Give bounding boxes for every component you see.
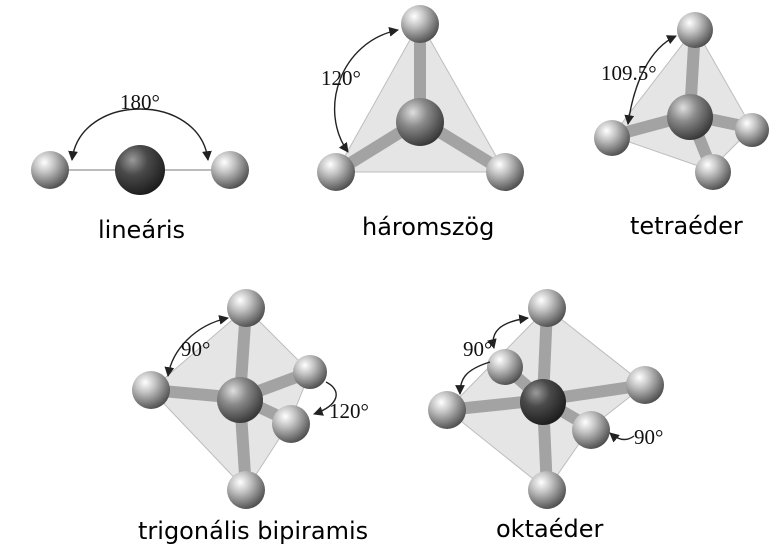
tetrahedral-central-atom [667, 94, 713, 140]
tetrahedral-atom-front [695, 154, 731, 190]
trigonal-atom-left [317, 153, 355, 191]
oct-atom-top [528, 289, 566, 327]
tbp-atom-front [272, 405, 310, 443]
tetrahedral-angle-arc [624, 35, 677, 125]
trigonal-atom-top [401, 5, 439, 43]
trigonal-bipyramidal-molecule: 90° 120° trigonális bipiramis [132, 289, 369, 545]
linear-name-label: lineáris [98, 216, 185, 244]
octahedral-molecule: 90° 90° oktaéder [428, 289, 664, 543]
linear-atom-right [211, 151, 249, 189]
tetrahedral-atom-top [677, 12, 713, 48]
linear-central-atom [115, 145, 165, 195]
tbp-atom-back [293, 355, 327, 389]
oct-name-label: oktaéder [496, 515, 603, 543]
tetrahedral-atom-left [594, 120, 630, 156]
oct-angle-arc-top [487, 314, 529, 349]
oct-angle-arc-front [609, 432, 635, 443]
trigonal-angle-arc [333, 26, 399, 153]
oct-angle-label-90-front: 90° [634, 425, 663, 449]
oct-angle-label-90-top: 90° [463, 337, 492, 361]
tetrahedral-angle-label: 109.5° [601, 61, 657, 85]
tbp-atom-top [227, 289, 265, 327]
oct-angle-arc-side [455, 361, 491, 395]
trigonal-angle-label: 120° [321, 66, 361, 90]
tbp-name-label: trigonális bipiramis [138, 517, 368, 545]
tbp-angle-arc-90 [164, 315, 229, 377]
linear-angle-label: 180° [120, 90, 160, 114]
tbp-angle-arc-120 [313, 381, 337, 416]
tbp-atom-left [132, 371, 170, 409]
oct-central-atom [520, 379, 566, 425]
oct-atom-front [572, 411, 610, 449]
trigonal-planar-molecule: 120° háromszög [317, 5, 524, 241]
trigonal-atom-right [486, 153, 524, 191]
trigonal-central-atom [396, 98, 444, 146]
tetrahedral-molecule: 109.5° tetraéder [594, 12, 769, 240]
oct-atom-back [487, 349, 523, 385]
tbp-angle-label-90: 90° [181, 337, 210, 361]
oct-atom-left [428, 391, 466, 429]
linear-angle-arc [68, 108, 212, 161]
oct-atom-right [626, 366, 664, 404]
tetrahedral-atom-back [735, 113, 769, 147]
oct-atom-bottom [528, 471, 566, 509]
tbp-atom-bottom [227, 471, 265, 509]
tbp-central-atom [217, 377, 263, 423]
tetrahedral-name-label: tetraéder [630, 212, 743, 240]
trigonal-name-label: háromszög [362, 213, 494, 241]
linear-atom-left [31, 151, 69, 189]
linear-molecule: 180° lineáris [31, 90, 249, 244]
tbp-angle-label-120: 120° [329, 399, 369, 423]
